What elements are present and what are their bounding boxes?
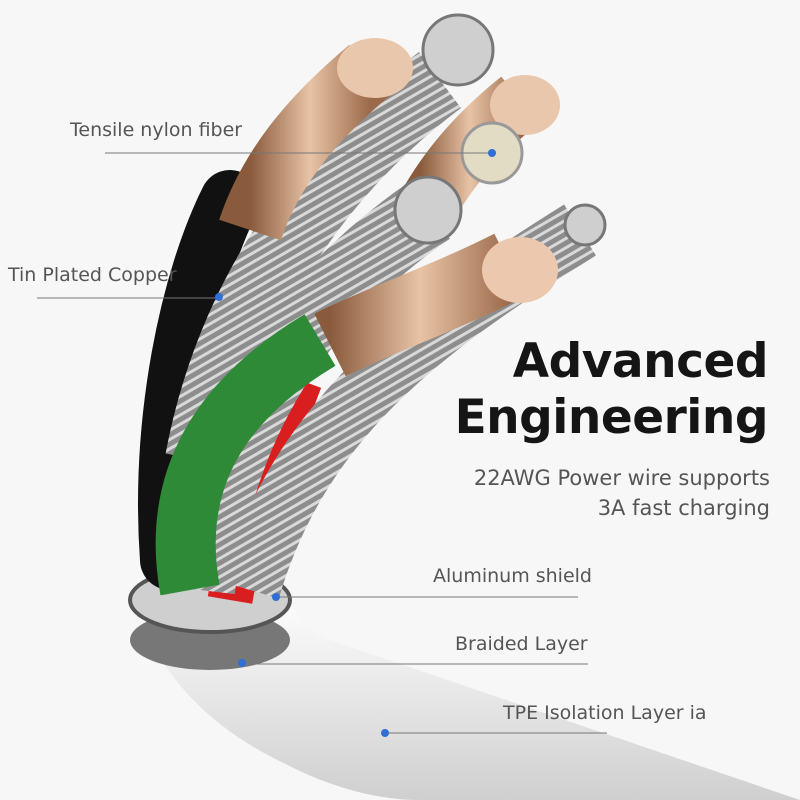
headline-line2: Engineering [454,390,769,445]
marker-dot [215,293,223,301]
callout-aluminum-shield: Aluminum shield [433,565,592,587]
callout-tin-plated-copper: Tin Plated Copper [8,264,177,286]
marker-dot [381,729,389,737]
marker-dot [488,149,496,157]
callout-tpe-isolation-layer: TPE Isolation Layer ia [503,702,707,724]
headline-line1: Advanced [512,334,769,389]
marker-dot [272,593,280,601]
marker-dot [238,659,246,667]
callout-tensile-nylon-fiber: Tensile nylon fiber [70,119,243,141]
subtitle-line1: 22AWG Power wire supports [473,466,770,490]
callout-braided-layer: Braided Layer [455,633,588,655]
subtitle-line2: 3A fast charging [597,496,770,520]
